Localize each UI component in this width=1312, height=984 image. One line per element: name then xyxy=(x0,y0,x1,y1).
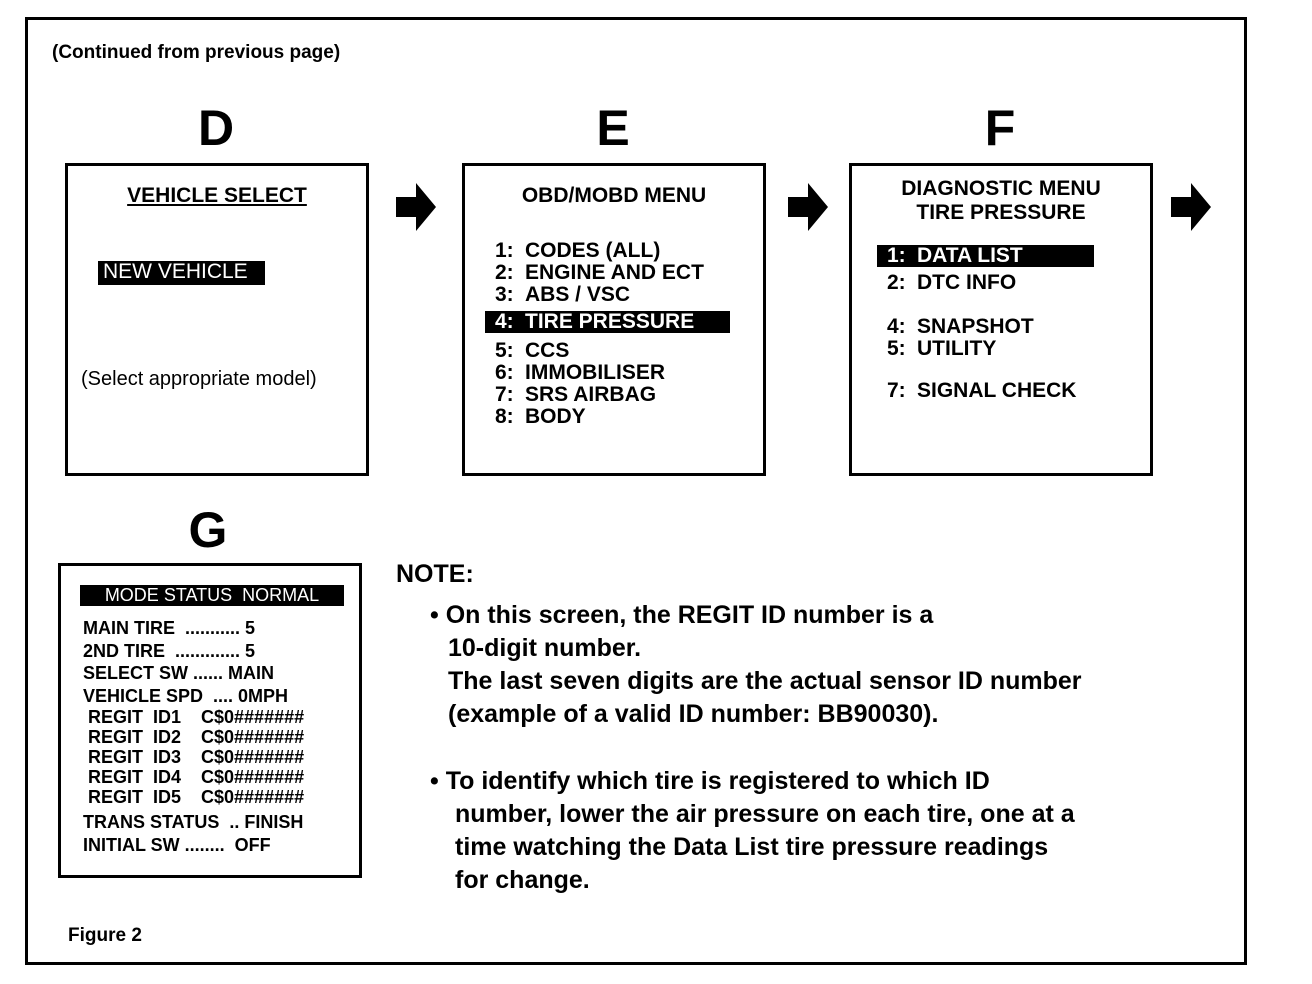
menu-group: 7: SIGNAL CHECK xyxy=(887,380,1127,402)
screen-title: VEHICLE SELECT xyxy=(127,184,307,207)
note-line: 10-digit number. xyxy=(448,634,642,662)
note-line: • To identify which tire is registered t… xyxy=(430,767,990,795)
item-number: 5: xyxy=(887,337,906,360)
note-title: NOTE: xyxy=(396,560,474,588)
data-line-regit-id3: REGIT ID3 C$0####### xyxy=(83,747,305,767)
menu-item-data-list-selected[interactable]: 1: DATA LIST xyxy=(877,245,1094,267)
note-line: for change. xyxy=(455,866,590,894)
item-number: 1: xyxy=(495,239,514,262)
item-number: 3: xyxy=(495,283,514,306)
right-arrow-icon xyxy=(788,183,828,231)
note-line: • On this screen, the REGIT ID number is… xyxy=(430,601,934,629)
screen-data-list: MODE STATUS NORMAL MAIN TIRE ...........… xyxy=(58,563,362,878)
item-label: DTC INFO xyxy=(917,271,1017,294)
menu-item-engine[interactable]: 2: ENGINE AND ECT xyxy=(495,262,735,284)
step-letter-d: D xyxy=(197,100,235,156)
note-line: (example of a valid ID number: BB90030). xyxy=(448,700,939,728)
new-vehicle-option[interactable]: NEW VEHICLE xyxy=(98,261,265,285)
item-number: 5: xyxy=(495,339,514,362)
item-label: UTILITY xyxy=(917,337,997,360)
step-letter-e: E xyxy=(596,100,630,156)
menu-item-body[interactable]: 8: BODY xyxy=(495,406,735,428)
screen-obd-menu: OBD/MOBD MENU 1: CODES (ALL) 2: ENGINE A… xyxy=(462,163,766,476)
screen-vehicle-select: VEHICLE SELECT NEW VEHICLE (Select appro… xyxy=(65,163,369,476)
menu-item-snapshot[interactable]: 4: SNAPSHOT xyxy=(887,316,1127,338)
note-line: The last seven digits are the actual sen… xyxy=(448,667,1082,695)
item-label: DATA LIST xyxy=(917,244,1023,267)
data-line-regit-id1: REGIT ID1 C$0####### xyxy=(83,707,305,727)
figure-frame xyxy=(25,17,1247,965)
menu-item-immobiliser[interactable]: 6: IMMOBILISER xyxy=(495,362,735,384)
item-number: 4: xyxy=(887,315,906,338)
step-letter-f: F xyxy=(984,100,1016,156)
item-label: CODES (ALL) xyxy=(525,239,661,262)
menu-item-ccs[interactable]: 5: CCS xyxy=(495,340,735,362)
menu-item-dtc-info[interactable]: 2: DTC INFO xyxy=(887,272,1127,294)
menu-group-1: 1: CODES (ALL) 2: ENGINE AND ECT 3: ABS … xyxy=(495,240,735,306)
menu-group: 2: DTC INFO xyxy=(887,272,1127,294)
menu-item-signal-check[interactable]: 7: SIGNAL CHECK xyxy=(887,380,1127,402)
item-number: 6: xyxy=(495,361,514,384)
item-number: 8: xyxy=(495,405,514,428)
item-number: 7: xyxy=(495,383,514,406)
data-line-trans-status: TRANS STATUS .. FINISH xyxy=(83,812,304,832)
menu-group: 4: SNAPSHOT 5: UTILITY xyxy=(887,316,1127,360)
figure-label: Figure 2 xyxy=(68,925,142,946)
screen-title-line1: DIAGNOSTIC MENU xyxy=(901,177,1101,200)
menu-item-abs[interactable]: 3: ABS / VSC xyxy=(495,284,735,306)
item-label: SNAPSHOT xyxy=(917,315,1034,338)
mode-status-header: MODE STATUS NORMAL xyxy=(80,585,344,606)
note-bullet-1: • On this screen, the REGIT ID number is… xyxy=(430,599,1210,731)
note-line: number, lower the air pressure on each t… xyxy=(455,800,1075,828)
item-label: SIGNAL CHECK xyxy=(917,379,1077,402)
menu-item-utility[interactable]: 5: UTILITY xyxy=(887,338,1127,360)
item-label: ABS / VSC xyxy=(525,283,631,306)
item-number: 2: xyxy=(887,271,906,294)
data-line-2nd-tire: 2ND TIRE ............. 5 xyxy=(83,640,256,661)
data-line-regit-id2: REGIT ID2 C$0####### xyxy=(83,727,305,747)
menu-item-srs-airbag[interactable]: 7: SRS AIRBAG xyxy=(495,384,735,406)
screen-diagnostic-menu: DIAGNOSTIC MENU TIRE PRESSURE 1: DATA LI… xyxy=(849,163,1153,476)
item-number: 1: xyxy=(887,244,906,267)
select-model-hint: (Select appropriate model) xyxy=(81,368,317,390)
right-arrow-icon xyxy=(396,183,436,231)
item-label: TIRE PRESSURE xyxy=(525,310,695,333)
step-letter-g: G xyxy=(188,502,228,558)
menu-item-codes[interactable]: 1: CODES (ALL) xyxy=(495,240,735,262)
note-line: time watching the Data List tire pressur… xyxy=(455,833,1049,861)
data-line-initial-sw: INITIAL SW ........ OFF xyxy=(83,834,271,855)
note-bullet-2: • To identify which tire is registered t… xyxy=(430,765,1210,897)
screen-title: OBD/MOBD MENU xyxy=(521,184,707,207)
right-arrow-icon xyxy=(1171,183,1211,231)
data-line-main-tire: MAIN TIRE ........... 5 xyxy=(83,618,256,638)
item-label: IMMOBILISER xyxy=(525,361,665,384)
item-label: BODY xyxy=(525,405,586,428)
item-number: 7: xyxy=(887,379,906,402)
data-line-select-sw: SELECT SW ...... MAIN xyxy=(83,663,275,683)
item-number: 2: xyxy=(495,261,514,284)
data-line-regit-id4: REGIT ID4 C$0####### xyxy=(83,767,305,787)
screen-title-line2: TIRE PRESSURE xyxy=(916,201,1086,224)
data-list-lines: MAIN TIRE ........... 5 2ND TIRE .......… xyxy=(83,617,343,856)
continued-caption: (Continued from previous page) xyxy=(52,42,341,63)
menu-group-2: 5: CCS 6: IMMOBILISER 7: SRS AIRBAG 8: B… xyxy=(495,340,735,428)
data-line-vehicle-spd: VEHICLE SPD .... 0MPH xyxy=(83,685,289,706)
item-number: 4: xyxy=(495,310,514,333)
menu-item-tire-pressure-selected[interactable]: 4: TIRE PRESSURE xyxy=(485,311,730,333)
item-label: CCS xyxy=(525,339,570,362)
data-line-regit-id5: REGIT ID5 C$0####### xyxy=(83,787,305,807)
item-label: ENGINE AND ECT xyxy=(525,261,704,284)
item-label: SRS AIRBAG xyxy=(525,383,657,406)
